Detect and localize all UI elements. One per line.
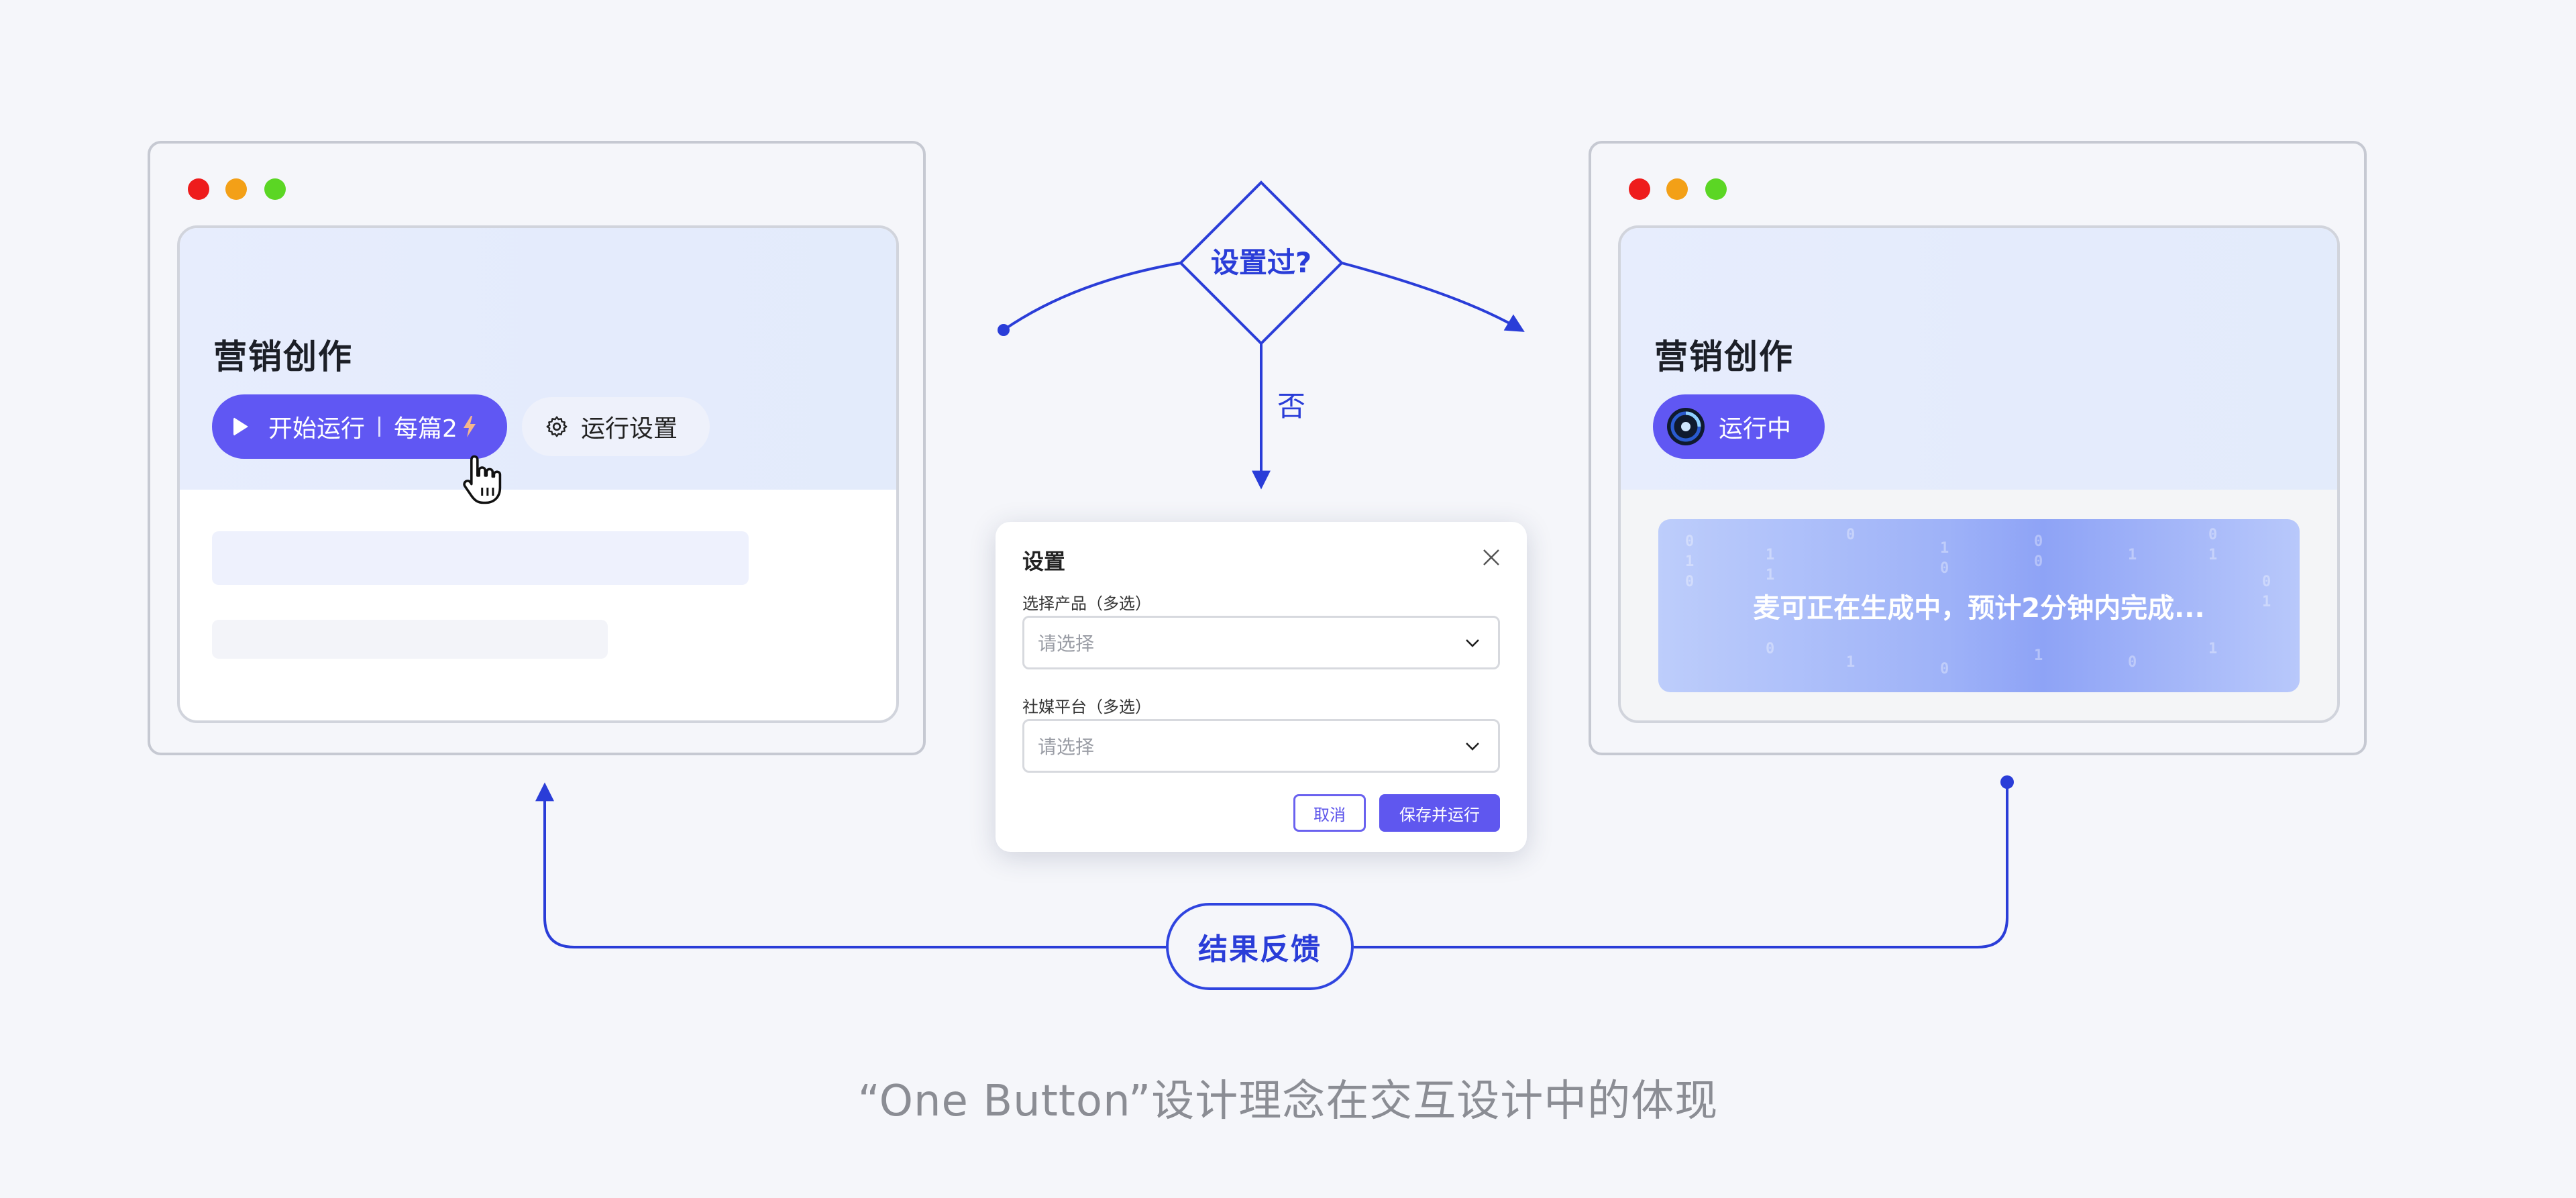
svg-text:1: 1 [1685,553,1694,570]
start-run-label: 开始运行 [268,415,366,443]
marketing-card: 营销创作 开始运行 每篇2 运行设置 [177,225,899,723]
svg-text:0: 0 [1940,661,1949,677]
svg-text:0: 0 [1766,641,1774,657]
product-placeholder: 请选择 [1038,633,1095,655]
svg-text:1: 1 [2208,547,2217,563]
gear-icon [546,416,568,437]
svg-text:1: 1 [2208,641,2217,657]
svg-text:1: 1 [1846,654,1855,671]
platform-label: 社媒平台（多选） [1022,698,1151,716]
skeleton-line [212,620,608,659]
right-browser-window: 营销创作 运行中 0 1 0 1 1 0 0 1 1 0 0 0 0 1 1 0 0 1 1 [1589,141,2367,755]
minimize-dot-icon[interactable] [1666,178,1688,200]
run-settings-label: 运行设置 [581,415,678,443]
skeleton-line [212,531,749,585]
play-icon [233,417,248,436]
dialog-title: 设置 [1022,549,1066,574]
running-status-button[interactable]: 运行中 [1653,394,1825,459]
svg-text:0: 0 [2208,527,2217,543]
run-settings-button[interactable]: 运行设置 [522,397,710,456]
svg-text:1: 1 [2034,647,2043,664]
save-and-run-button[interactable]: 保存并运行 [1379,794,1500,832]
product-select[interactable]: 请选择 [1022,616,1500,669]
decision-question: 设置过? [1210,246,1312,279]
digital-rain-decoration: 0 1 0 1 1 0 0 1 1 0 0 0 0 1 1 0 0 1 1 0 1 [1685,527,2271,677]
running-label: 运行中 [1719,415,1792,443]
result-feedback-node: 结果反馈 [1166,903,1354,990]
no-branch-label: 否 [1277,390,1306,423]
svg-text:0: 0 [2034,533,2043,550]
chevron-down-icon [1466,639,1479,647]
maximize-dot-icon[interactable] [264,178,286,200]
minimize-dot-icon[interactable] [225,178,247,200]
generating-text: 麦可正在生成中，预计2分钟内完成... [1753,593,2205,624]
quota-label: 每篇2 [394,415,458,443]
close-dot-icon[interactable] [1629,178,1650,200]
figure-caption: “One Button”设计理念在交互设计中的体现 [857,1077,1719,1126]
platform-placeholder: 请选择 [1038,736,1095,758]
svg-text:1: 1 [2128,547,2137,563]
generating-banner: 0 1 0 1 1 0 0 1 1 0 0 0 0 1 1 0 0 1 1 0 1 麦可正在生成中，预计2… [1658,519,2300,692]
settings-dialog: 设置 选择产品（多选） 请选择 社媒平台（多选） 请选择 取消 保存并运行 [996,522,1527,852]
svg-text:0: 0 [2262,574,2271,590]
divider [378,417,381,437]
maximize-dot-icon[interactable] [1705,178,1727,200]
marketing-card-running: 营销创作 运行中 0 1 0 1 1 0 0 1 1 0 0 0 0 1 1 0 0 1 1 [1618,225,2340,723]
platform-select[interactable]: 请选择 [1022,719,1500,773]
product-label: 选择产品（多选） [1022,594,1151,613]
start-run-button[interactable]: 开始运行 每篇2 [212,394,507,459]
svg-text:1: 1 [2262,594,2271,610]
svg-text:0: 0 [2034,553,2043,570]
chevron-down-icon [1466,743,1479,751]
svg-text:1: 1 [1940,540,1949,557]
svg-text:0: 0 [1685,533,1694,550]
card-title: 营销创作 [1654,337,1794,376]
svg-text:0: 0 [2128,654,2137,671]
svg-text:0: 0 [1846,527,1855,543]
svg-text:1: 1 [1766,567,1774,584]
lightning-icon [463,416,476,437]
spinner-icon [1667,408,1705,445]
close-icon[interactable] [1481,547,1501,567]
svg-text:1: 1 [1766,547,1774,563]
left-browser-window: 营销创作 开始运行 每篇2 运行设置 [148,141,926,755]
cancel-button[interactable]: 取消 [1293,794,1366,832]
hand-cursor-icon [463,455,502,504]
svg-text:0: 0 [1940,560,1949,577]
card-title: 营销创作 [213,337,353,376]
close-dot-icon[interactable] [188,178,209,200]
svg-text:0: 0 [1685,574,1694,590]
